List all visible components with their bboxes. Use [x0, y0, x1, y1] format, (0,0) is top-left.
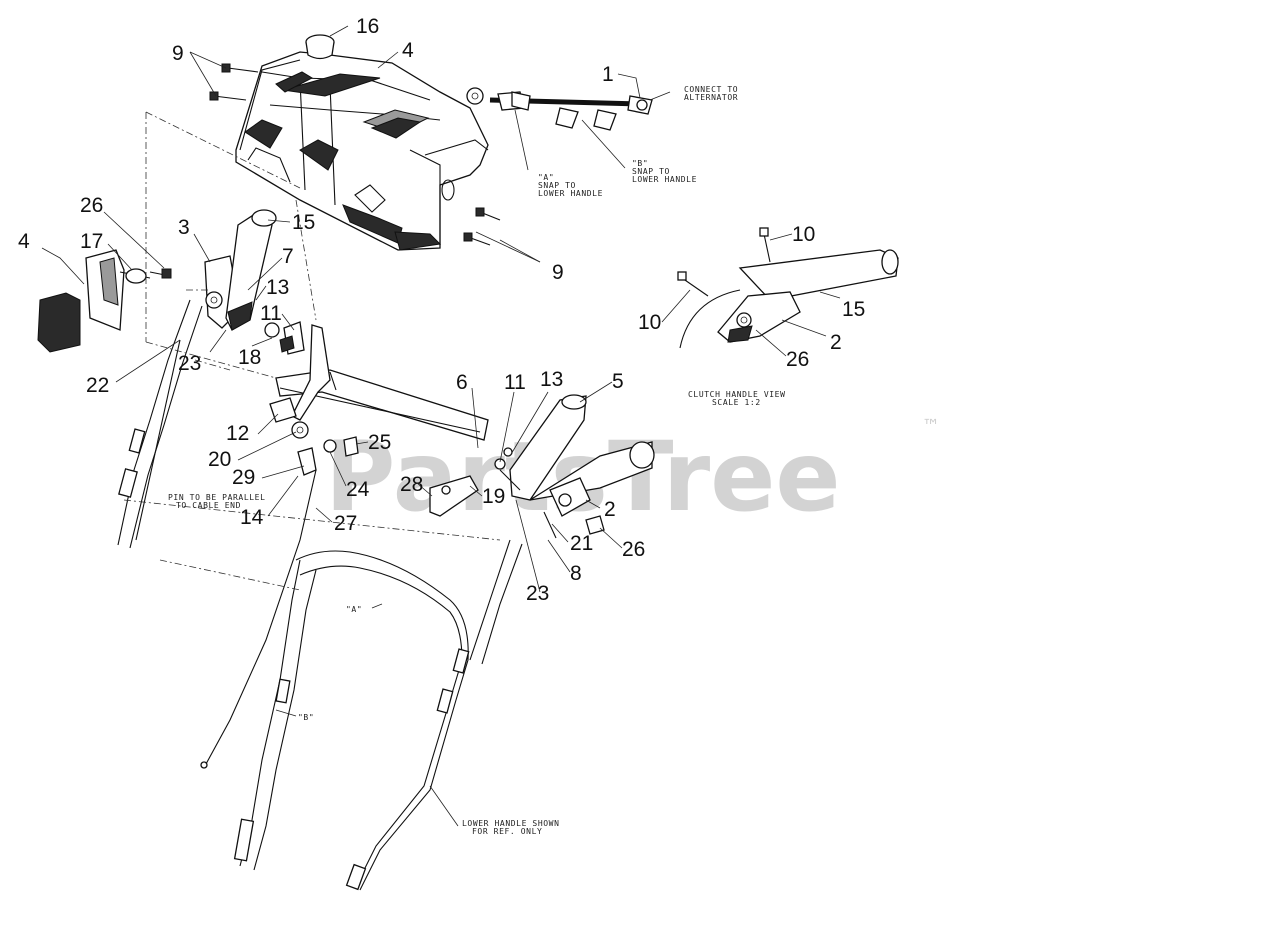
note-snap-a-1: "A" [538, 173, 554, 182]
lower-handle [200, 469, 523, 891]
reference-lines [123, 111, 501, 591]
bolts-9-top [209, 63, 259, 101]
callouts: 16 4 9 1 9 10 10 15 2 26 26 3 15 4 17 7 … [18, 15, 865, 605]
callout-26: 26 [622, 538, 645, 561]
callout-7: 7 [282, 245, 294, 268]
callout-24: 24 [346, 478, 370, 501]
callout-28: 28 [400, 473, 423, 496]
upper-handle [117, 299, 489, 549]
bolts-9-right [463, 207, 501, 246]
left-bracket-cluster [37, 209, 305, 355]
callout-4: 4 [402, 39, 414, 62]
callout-2: 2 [830, 331, 842, 354]
callout-16: 16 [356, 15, 379, 38]
callout-13: 13 [266, 276, 289, 299]
callout-4: 4 [18, 230, 30, 253]
note-snap-a-3: LOWER HANDLE [538, 189, 603, 198]
callout-5: 5 [612, 370, 624, 393]
note-snap-a-2: SNAP TO [538, 181, 576, 190]
note-snap-b-1: "B" [632, 159, 648, 168]
note-lower-2: FOR REF. ONLY [472, 827, 542, 836]
callout-14: 14 [240, 506, 264, 529]
callout-10: 10 [638, 311, 661, 334]
clutch-handle-view [677, 227, 899, 349]
callout-29: 29 [232, 466, 255, 489]
knob-16 [305, 34, 335, 60]
note-connect-2: ALTERNATOR [684, 93, 738, 102]
note-clutch-2: SCALE 1:2 [712, 398, 761, 407]
callout-11: 11 [504, 371, 526, 394]
note-mark-a: "A" [346, 605, 362, 614]
callout-1: 1 [602, 63, 614, 86]
callout-22: 22 [86, 374, 109, 397]
callout-2: 2 [604, 498, 616, 521]
callout-9: 9 [552, 261, 564, 284]
note-connect-1: CONNECT TO [684, 85, 738, 94]
callout-26: 26 [786, 348, 809, 371]
callout-23: 23 [178, 352, 201, 375]
callout-18: 18 [238, 346, 261, 369]
annotation-notes: CONNECT TO ALTERNATOR "A" SNAP TO LOWER … [168, 85, 786, 836]
callout-19: 19 [482, 485, 505, 508]
callout-15: 15 [292, 211, 315, 234]
callout-15: 15 [842, 298, 865, 321]
callout-9: 9 [172, 42, 184, 65]
note-snap-b-3: LOWER HANDLE [632, 175, 697, 184]
console-housing [235, 34, 489, 251]
note-pin-1: PIN TO BE PARALLEL [168, 493, 266, 502]
callout-25: 25 [368, 431, 391, 454]
right-grip [494, 394, 655, 539]
callout-6: 6 [456, 371, 468, 394]
callout-3: 3 [178, 216, 190, 239]
leader-lines [41, 25, 841, 827]
wiring-harness [489, 91, 653, 131]
callout-10: 10 [792, 223, 815, 246]
note-clutch-1: CLUTCH HANDLE VIEW [688, 390, 786, 399]
callout-26: 26 [80, 194, 103, 217]
watermark-trademark: ™ [922, 416, 940, 437]
note-snap-b-2: SNAP TO [632, 167, 670, 176]
callout-21: 21 [570, 532, 593, 555]
callout-23: 23 [526, 582, 549, 605]
note-lower-1: LOWER HANDLE SHOWN [462, 819, 560, 828]
note-mark-b: "B" [298, 713, 314, 722]
note-pin-2: TO CABLE END [176, 501, 241, 510]
callout-17: 17 [80, 230, 103, 253]
callout-8: 8 [570, 562, 582, 585]
callout-12: 12 [226, 422, 249, 445]
callout-13: 13 [540, 368, 563, 391]
callout-11: 11 [260, 302, 282, 325]
callout-20: 20 [208, 448, 231, 471]
callout-27: 27 [334, 512, 357, 535]
